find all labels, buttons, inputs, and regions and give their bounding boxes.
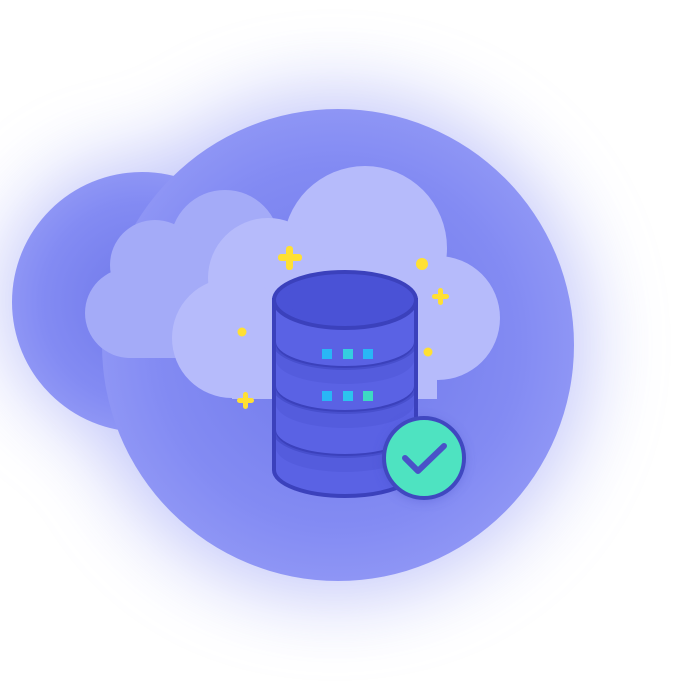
sparkle-icon [237,246,449,409]
checkmark-icon [382,416,466,500]
status-leds-row-2 [322,391,373,401]
status-leds-row-1 [322,349,373,359]
